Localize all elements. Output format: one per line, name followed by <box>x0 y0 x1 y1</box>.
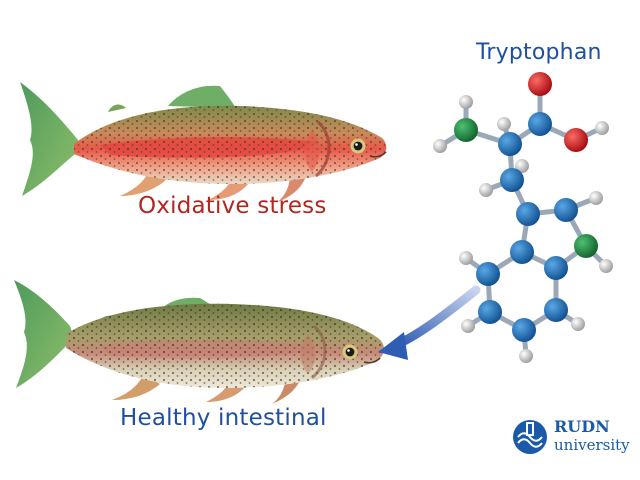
oxidative-stress-label: Oxidative stress <box>138 193 327 219</box>
healthy-intestinal-label: Healthy intestinal <box>120 405 327 431</box>
rudn-logo-icon <box>513 420 547 454</box>
tryptophan-label: Tryptophan <box>476 40 602 65</box>
curved-arrow-icon <box>378 285 481 360</box>
logo-sub: university <box>554 436 630 454</box>
logo-name: RUDN <box>554 417 610 436</box>
tryptophan-molecule-icon <box>433 72 613 363</box>
bottom-fish <box>14 280 384 404</box>
rudn-logo-text: RUDN university <box>554 417 630 455</box>
rudn-logo: RUDN university <box>510 416 638 460</box>
top-fish <box>20 82 387 202</box>
